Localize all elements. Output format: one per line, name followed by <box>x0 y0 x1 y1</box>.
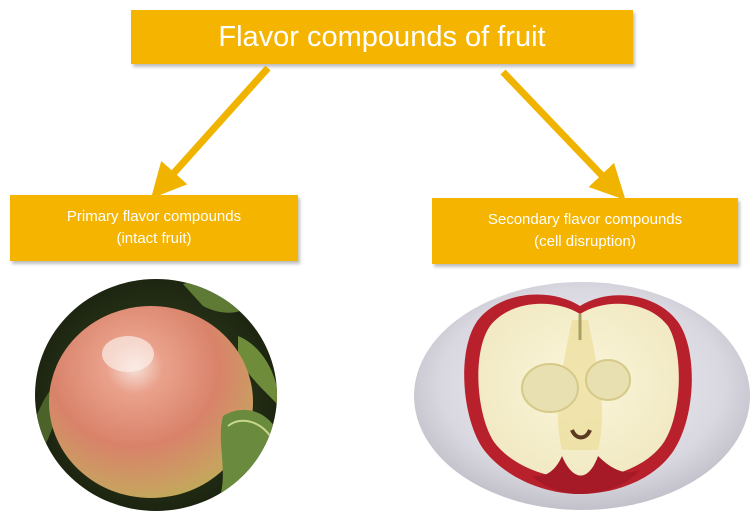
arrow-left <box>164 68 268 184</box>
secondary-flavor-sublabel: (cell disruption) <box>432 231 738 253</box>
cut-apple-photo <box>412 280 752 512</box>
arrow-right <box>503 72 612 186</box>
primary-flavor-label: Primary flavor compounds <box>10 206 298 228</box>
primary-flavor-box: Primary flavor compounds (intact fruit) <box>10 195 298 261</box>
secondary-flavor-box: Secondary flavor compounds (cell disrupt… <box>432 198 738 264</box>
whole-apple-photo <box>33 276 279 512</box>
secondary-flavor-label: Secondary flavor compounds <box>432 209 738 231</box>
primary-flavor-sublabel: (intact fruit) <box>10 228 298 250</box>
